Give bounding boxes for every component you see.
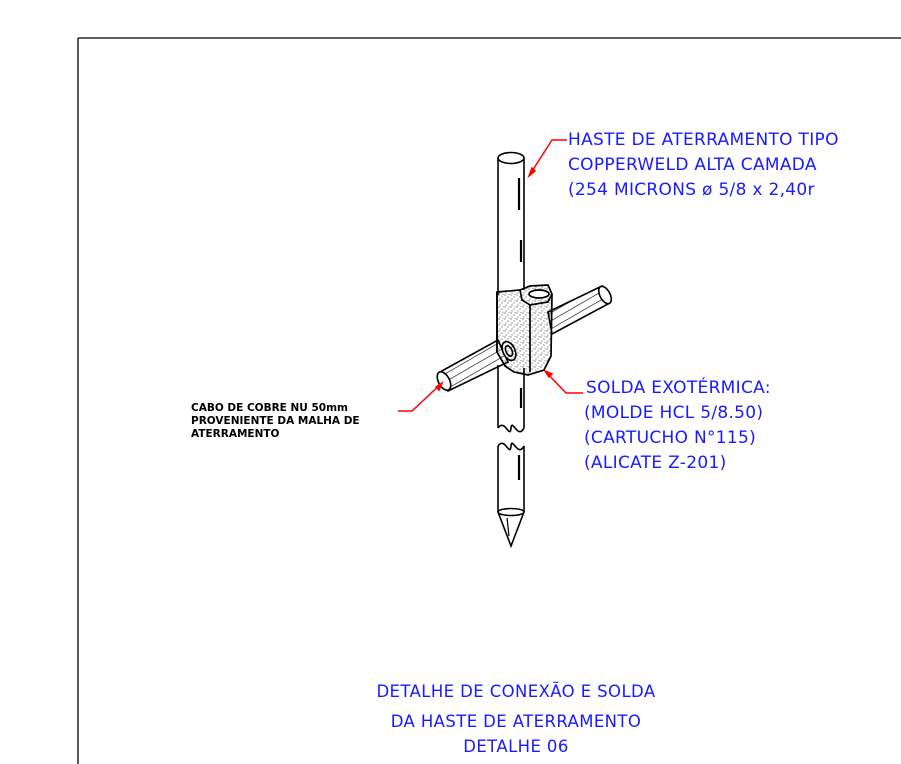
rod-label: HASTE DE ATERRAMENTO TIPO COPPERWELD ALT… — [568, 130, 839, 200]
weld-leader — [542, 369, 583, 394]
detail-title-line2: DA HASTE DE ATERRAMENTO — [391, 712, 642, 731]
cable-label-line3: ATERRAMENTO — [191, 428, 280, 440]
cable-leader — [398, 380, 444, 412]
ground-rod-lower — [497, 365, 525, 549]
weld-label-line1: SOLDA EXOTÉRMICA: — [586, 376, 771, 398]
weld-label-line3: (CARTUCHO N°115) — [584, 428, 756, 448]
detail-title: DETALHE DE CONEXÃO E SOLDA DA HASTE DE A… — [376, 682, 655, 756]
ground-rod-upper — [497, 151, 525, 295]
rod-label-line3: (254 MICRONS ø 5/8 x 2,40r — [568, 180, 815, 200]
copper-cable-right — [547, 284, 613, 336]
cable-label-line1: CABO DE COBRE NU 50mm — [191, 402, 348, 414]
weld-label: SOLDA EXOTÉRMICA: (MOLDE HCL 5/8.50) (CA… — [584, 376, 771, 473]
sheet-border — [77, 37, 901, 764]
exothermic-weld — [496, 284, 553, 376]
detail-title-line1: DETALHE DE CONEXÃO E SOLDA — [376, 682, 655, 701]
weld-label-line2: (MOLDE HCL 5/8.50) — [584, 403, 763, 423]
rod-leader — [527, 139, 567, 179]
cable-label-line2: PROVENIENTE DA MALHA DE — [191, 415, 360, 427]
detail-title-line3: DETALHE 06 — [463, 737, 568, 756]
rod-label-line2: COPPERWELD ALTA CAMADA — [568, 155, 817, 175]
cable-label: CABO DE COBRE NU 50mm PROVENIENTE DA MAL… — [191, 402, 360, 440]
rod-label-line1: HASTE DE ATERRAMENTO TIPO — [568, 130, 839, 150]
weld-label-line4: (ALICATE Z-201) — [584, 453, 727, 473]
